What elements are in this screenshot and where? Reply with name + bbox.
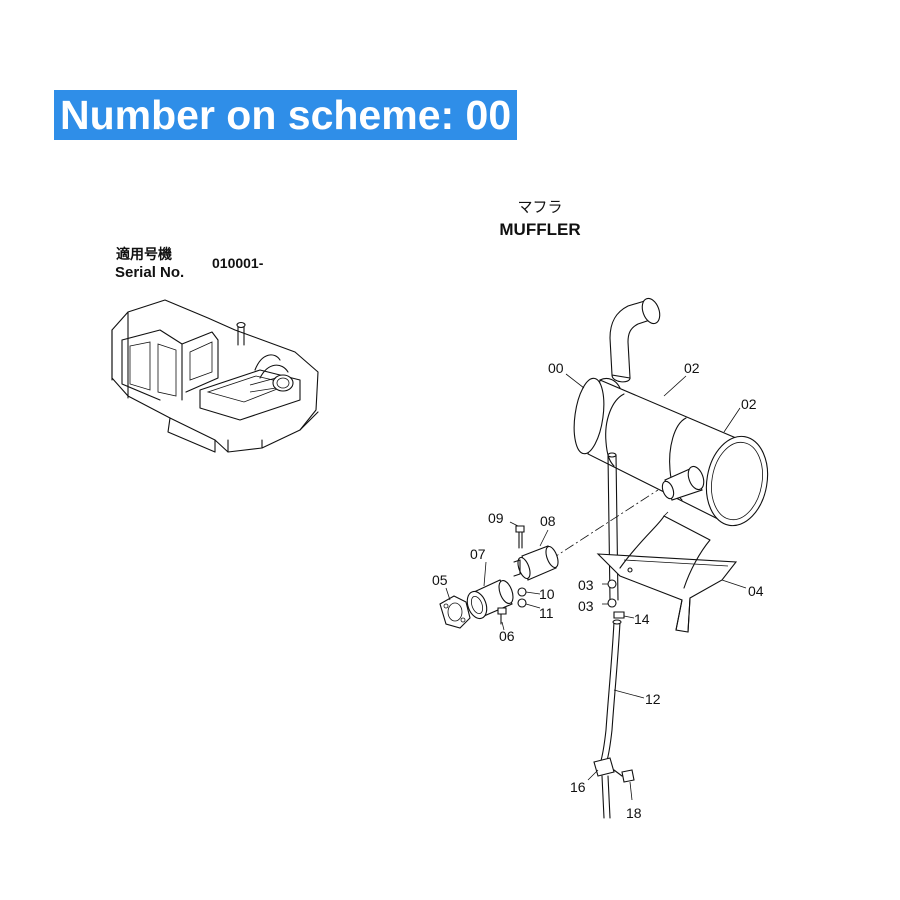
part-08 [513,545,559,581]
callout-16: 16 [570,779,586,795]
callout-03-lower: 03 [578,598,594,614]
callout-10: 10 [539,586,555,602]
part-07 [466,579,514,620]
scheme-number-banner: Number on scheme: 00 [54,90,518,140]
title-japanese: マフラ [517,198,562,216]
callout-00: 00 [548,360,564,376]
muffler-body [573,377,769,527]
callout-04: 04 [748,583,764,599]
callout-08: 08 [540,513,556,529]
leader-lines [445,373,747,801]
serial-value: 010001- [212,255,264,271]
callout-07: 07 [470,546,486,562]
part-05 [439,595,471,629]
callout-09: 09 [488,510,504,526]
bracket [596,511,738,633]
callout-11: 11 [539,605,554,621]
callout-18: 18 [626,805,642,821]
callout-12: 12 [645,691,661,707]
callout-02-right: 02 [741,396,757,412]
serial-japanese: 適用号機 [116,246,172,263]
callout-14: 14 [634,611,650,627]
callout-05: 05 [432,572,448,588]
callout-03-upper: 03 [578,577,594,593]
excavator-thumbnail [111,299,319,453]
drain-rod-upper [607,454,619,601]
callout-02-upper: 02 [684,360,700,376]
callout-06: 06 [499,628,515,644]
serial-label: Serial No. [115,264,184,281]
drain-hose [599,621,621,765]
title-english: MUFFLER [499,220,580,239]
muffler-stack [609,297,661,383]
